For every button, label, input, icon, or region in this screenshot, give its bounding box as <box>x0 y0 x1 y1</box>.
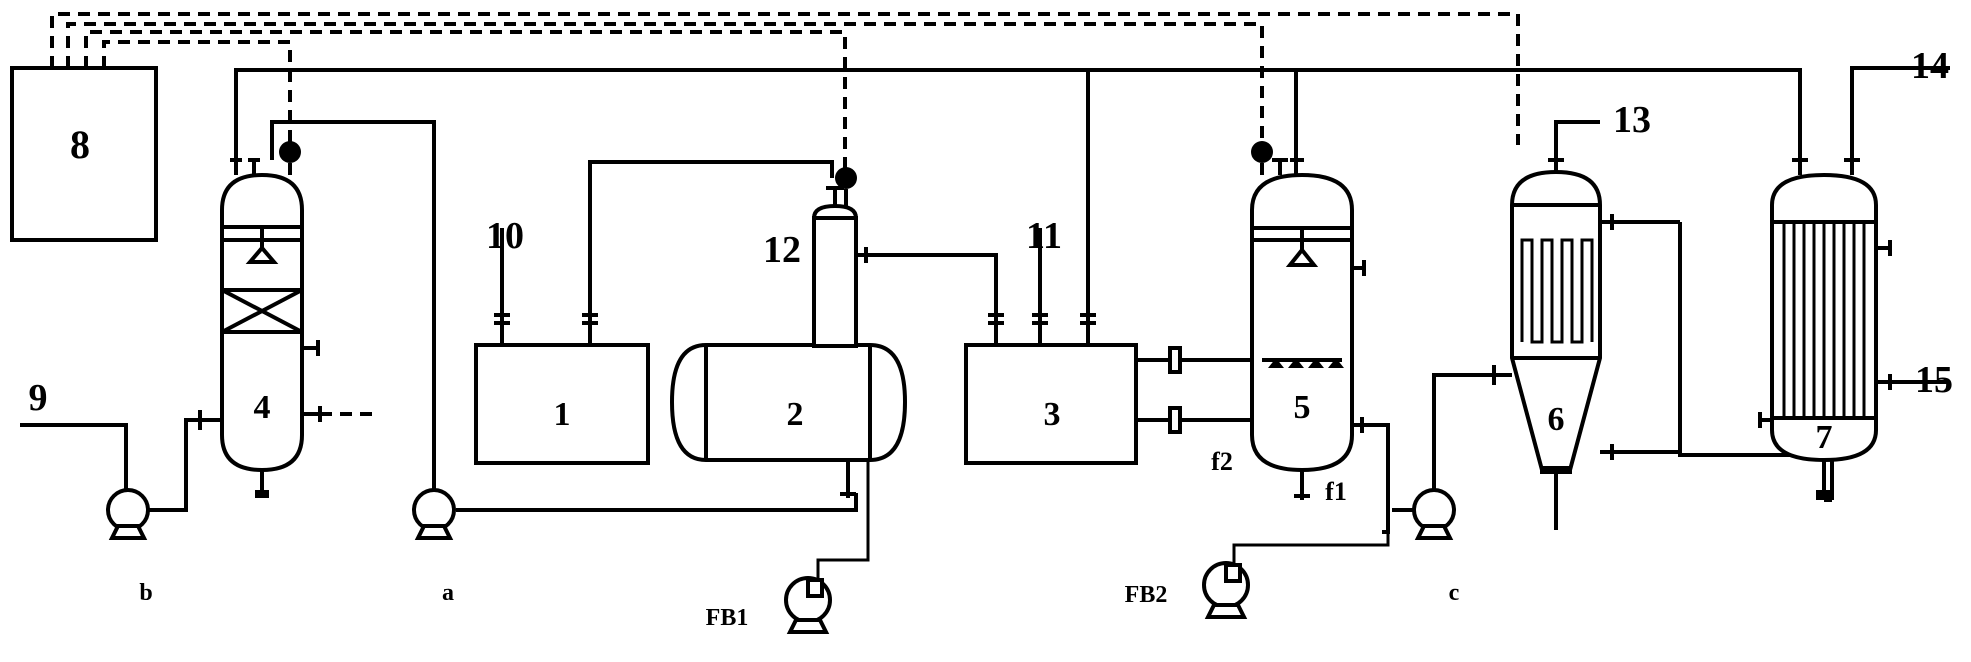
column-4-label: 4 <box>254 389 271 426</box>
pump-a: a <box>412 488 456 606</box>
lines-3-to-5 <box>1136 346 1252 434</box>
feed-line-9: 9 <box>20 377 222 512</box>
pump-a-label: a <box>442 580 454 606</box>
controller-8-label: 8 <box>70 122 90 167</box>
stream-12-label: 12 <box>763 229 801 271</box>
tank-3-label: 3 <box>1044 396 1061 433</box>
fan-fb2: FB2 <box>1125 532 1390 619</box>
stream-14-label: 14 <box>1911 45 1949 87</box>
vessel-2: 2 12 <box>669 167 998 580</box>
stream-10-label: 10 <box>486 215 524 257</box>
condenser-7-label: 7 <box>1816 419 1833 456</box>
top-process-line <box>234 68 1802 318</box>
tank-3: 3 11 <box>964 215 1138 465</box>
stream-9-label: 9 <box>29 377 48 419</box>
pump-c-label: c <box>1449 580 1460 606</box>
controller-8: 8 <box>10 66 158 242</box>
column-4: 4 <box>220 141 372 498</box>
condenser-7: 7 14 15 <box>1758 45 1953 502</box>
evaporator-6: 6 13 <box>1510 99 1834 530</box>
condenser-7-tubes <box>1782 222 1866 418</box>
pump-b: b <box>106 488 153 606</box>
evaporator-6-label: 6 <box>1548 401 1565 438</box>
pump-b-label: b <box>139 580 152 606</box>
stream-11-label: 11 <box>1026 215 1062 257</box>
port-f2-label: f2 <box>1211 447 1233 476</box>
vessel-2-label: 2 <box>787 396 804 433</box>
tank-1-label: 1 <box>554 396 571 433</box>
fan-fb1-label: FB1 <box>706 605 749 631</box>
fan-fb1: FB1 <box>706 576 832 634</box>
column-5: 5 f1 f2 <box>1211 141 1390 534</box>
pump-c: c <box>1392 365 1512 606</box>
control-signal-lines <box>50 12 1520 168</box>
fan-fb2-label: FB2 <box>1125 582 1168 608</box>
stream-15-label: 15 <box>1915 359 1953 401</box>
column-5-label: 5 <box>1294 389 1311 426</box>
stream-13-label: 13 <box>1613 99 1651 141</box>
recycle-line-a <box>270 120 858 512</box>
port-f1-label: f1 <box>1325 477 1347 506</box>
tank-1: 1 10 <box>474 160 834 465</box>
